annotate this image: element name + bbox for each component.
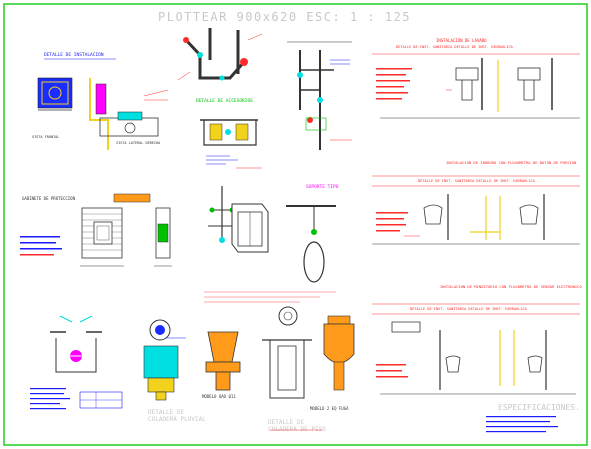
label-detalle-accesorios: DETALLE DE ACCESORIOS	[196, 98, 253, 104]
detail-gabinete: GABINETE DE PROTECCION	[20, 193, 172, 267]
label-modelo-oao: MODELO OAO 011	[202, 394, 236, 399]
detail-registro	[30, 315, 123, 410]
detail-soporte-ventana: SOPORTE TIPO	[204, 184, 339, 303]
label-soporte-tipo: SOPORTE TIPO	[306, 184, 339, 190]
label-detalle-inst-mingitorio: DETALLE DE INST. SANITARIA DETALLE DE IN…	[410, 307, 528, 311]
detail-accessories: DETALLE DE ACCESORIOS	[196, 98, 262, 169]
isometric-pipes-top	[177, 28, 263, 81]
detail-inodoro: INSTALACION DE INODORO CON FLUXOMETRO DE…	[372, 160, 580, 245]
label-especificaciones: ESPECIFICACIONES.	[498, 403, 580, 412]
label-instalacion-mingitorio: INSTALACION DE MINGITORIO CON FLUXOMETRO…	[440, 284, 582, 289]
label-gabinete-proteccion: GABINETE DE PROTECCION	[22, 196, 76, 201]
label-instalacion-lavabo: INSTALACION DE LAVABO	[436, 38, 487, 43]
label-instalacion-inodoro: INSTALACION DE INODORO CON FLUXOMETRO DE…	[446, 160, 577, 165]
label-vista-frontal: VISTA FRONTAL	[32, 135, 59, 139]
label-modelo-piso: MODELO 2 EQ FUGA	[310, 406, 349, 411]
detail-installation-topleft: DETALLE DE INSTALACION VISTA FRONTAL VIS…	[32, 52, 169, 150]
label-detalle-instalacion: DETALLE DE INSTALACION	[44, 52, 104, 58]
sheet-frame	[3, 3, 588, 446]
label-vista-lateral: VISTA LATERAL DERECHA	[116, 141, 161, 145]
label-detalle-inst-inodoro: DETALLE DE INST. SANITARIA DETALLE DE IN…	[418, 179, 536, 183]
sheet-title: PLOTTEAR 900x620 ESC: 1 : 125	[158, 10, 411, 24]
detail-lavabo: INSTALACION DE LAVABO DETALLE DE INST. S…	[372, 38, 580, 119]
label-detalle-inst-lavabo: DETALLE DE INST. SANITARIA DETALLE DE IN…	[396, 45, 514, 49]
vertical-pipe-diagram	[287, 41, 352, 150]
detail-mingitorio: INSTALACION DE MINGITORIO CON FLUXOMETRO…	[372, 284, 582, 433]
